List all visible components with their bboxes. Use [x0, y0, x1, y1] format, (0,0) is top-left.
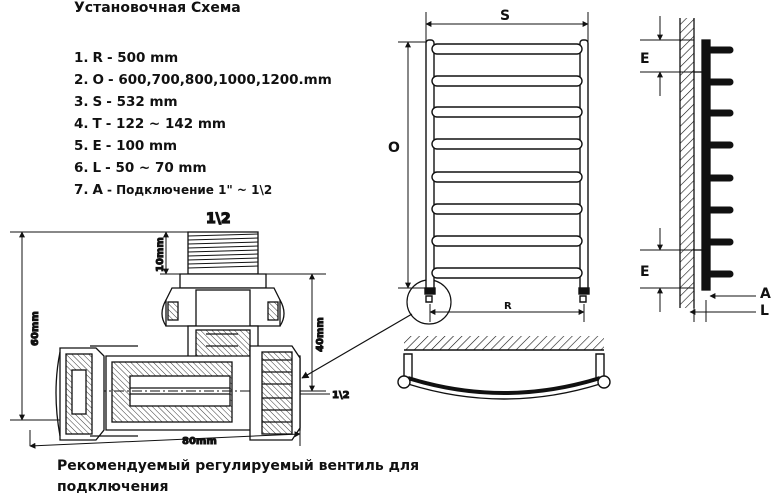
caption-line-1: Рекомендуемый регулируемый вентиль для [57, 458, 420, 474]
spec-value: - 100 mm [105, 138, 178, 154]
spec-key: A [92, 182, 103, 198]
spec-item-r: 1.R- 500 mm [74, 50, 178, 66]
rail-side-view: E E A L [640, 16, 771, 322]
spec-value: - 500 mm [106, 50, 179, 66]
side-outlet: 1\2 [300, 390, 350, 402]
rail-front-view: S O [388, 8, 590, 322]
spec-number: 2. [74, 72, 89, 88]
dim-s-label: S [500, 8, 510, 24]
spec-item-l: 6.L- 50 ~ 70 mm [74, 160, 207, 176]
spec-number: 5. [74, 138, 89, 154]
dim-80mm-label: 80mm [182, 436, 217, 447]
side-bar-stubs [706, 46, 734, 278]
spec-key: O [92, 72, 105, 88]
spec-number: 6. [74, 160, 89, 176]
spec-item-t: 4.T- 122 ~ 142 mm [74, 116, 226, 132]
dim-60mm-label: 60mm [30, 311, 41, 346]
valve-body [55, 325, 320, 441]
dim-l-label: L [760, 303, 769, 319]
spec-item-o: 2.O- 600,700,800,1000,1200.mm [74, 72, 332, 88]
dim-e-top-label: E [640, 51, 650, 67]
dim-40mm-label: 40mm [315, 317, 326, 352]
spec-key: R [92, 50, 103, 66]
dim-10mm-label: 10mm [155, 237, 166, 272]
spec-number: 4. [74, 116, 89, 132]
rail-top-view [397, 336, 611, 400]
spec-item-e: 5.E- 100 mm [74, 138, 177, 154]
spec-value: - 532 mm [106, 94, 178, 110]
valve-drawing: 1\2 [10, 210, 350, 449]
spec-key: T [92, 116, 102, 132]
dim-o-label: O [388, 140, 400, 156]
spec-value: - 122 ~ 142 mm [105, 116, 226, 132]
spec-value: - 600,700,800,1000,1200.mm [108, 72, 332, 88]
rail-bars [431, 43, 583, 279]
spec-value: - 50 ~ 70 mm [105, 160, 207, 176]
side-outlet-label: 1\2 [332, 390, 350, 401]
spec-item-s: 3.S- 532 mm [74, 94, 178, 110]
spec-key: E [92, 138, 102, 154]
dimension-60mm: 60mm [10, 231, 188, 421]
spec-number: 1. [74, 50, 89, 66]
spec-item-a: 7.A- Подключение 1" ~ 1\2 [74, 182, 272, 198]
spec-number: 7. [74, 182, 89, 198]
dimension-40mm: 40mm [258, 273, 327, 392]
dim-e-bottom-label: E [640, 264, 650, 280]
dimension-10mm: 10mm [155, 231, 188, 275]
dim-a-label: A [760, 286, 771, 302]
spec-number: 3. [74, 94, 89, 110]
spec-key: S [92, 94, 103, 110]
valve-threaded-cap [161, 231, 285, 331]
valve-thread-top-label: 1\2 [206, 211, 231, 227]
caption-line-2: подключения [57, 479, 169, 495]
dim-r-label: R [504, 301, 512, 312]
dimension-80mm: 80mm [29, 430, 301, 449]
diagram-title: Установочная Схема [74, 0, 241, 16]
spec-key: L [92, 160, 102, 176]
spec-value: - Подключение 1" ~ 1\2 [106, 183, 273, 197]
